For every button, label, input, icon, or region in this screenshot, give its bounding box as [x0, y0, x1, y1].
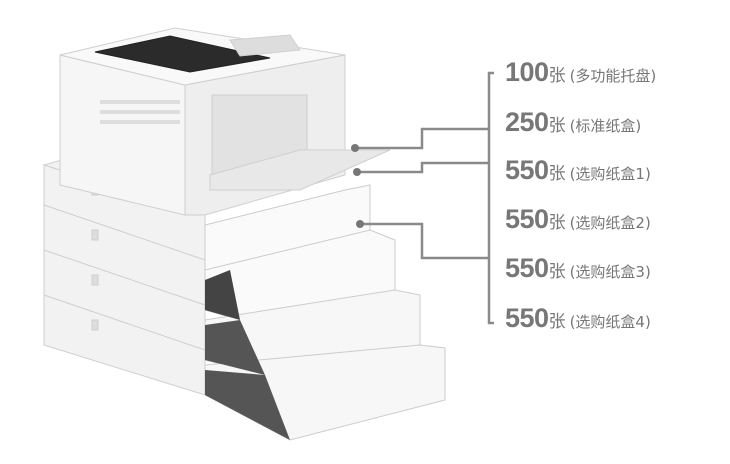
capacity-unit: 张: [548, 213, 566, 233]
tray-name: (选购纸盒1): [569, 165, 651, 183]
bracket-line: [487, 71, 494, 325]
capacity-unit: 张: [548, 312, 566, 332]
tray-capacity-label: 250张(标准纸盒): [505, 107, 641, 138]
connector-standard-tray: [357, 161, 489, 174]
capacity-unit: 张: [548, 164, 566, 184]
capacity-count: 550: [505, 303, 549, 333]
capacity-unit: 张: [548, 66, 566, 86]
tray-name: (选购纸盒3): [569, 263, 651, 281]
tray-name: (多功能托盘): [569, 67, 657, 85]
callout-dot: [351, 144, 359, 152]
capacity-count: 550: [505, 204, 549, 234]
capacity-count: 550: [505, 155, 549, 185]
callout-dot: [356, 220, 364, 228]
capacity-count: 100: [505, 57, 549, 87]
tray-capacity-label: 550张(选购纸盒3): [505, 253, 651, 284]
tray-capacity-label: 550张(选购纸盒1): [505, 155, 651, 186]
printer-body: [42, 27, 391, 396]
tray-name: (选购纸盒4): [569, 313, 651, 331]
capacity-count: 550: [505, 253, 549, 283]
capacity-unit: 张: [548, 262, 566, 282]
tray-name: (选购纸盒2): [569, 214, 651, 232]
connector-mp-tray: [355, 127, 489, 150]
connector-optional-trays: [360, 222, 489, 260]
tray-capacity-label: 550张(选购纸盒4): [505, 303, 651, 334]
paper-drawers: [204, 184, 446, 441]
callout-dot: [353, 168, 361, 176]
tray-capacity-label: 550张(选购纸盒2): [505, 204, 651, 235]
tray-name: (标准纸盒): [569, 117, 642, 135]
tray-capacity-label: 100张(多功能托盘): [505, 57, 656, 88]
capacity-count: 250: [505, 107, 549, 137]
capacity-unit: 张: [548, 116, 566, 136]
